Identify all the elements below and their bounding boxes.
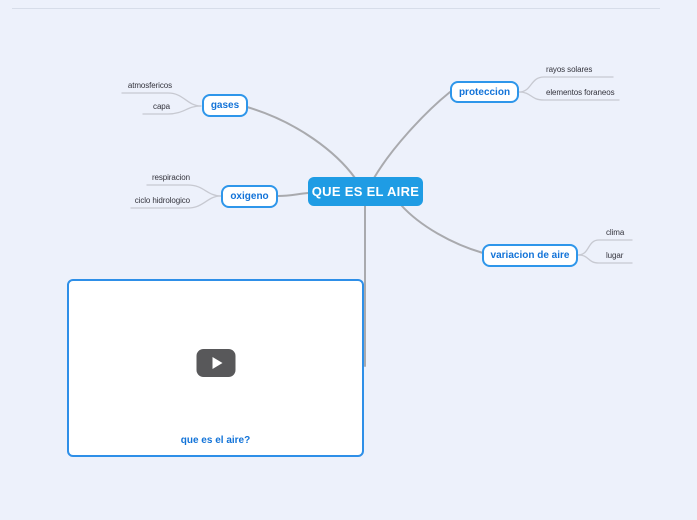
leaf-respiracion[interactable]: respiracion: [151, 173, 190, 182]
connector-variacion-lugar: [577, 254, 633, 264]
top-divider: [12, 8, 660, 9]
connector-root-oxigeno: [277, 192, 309, 197]
leaf-capa[interactable]: capa: [153, 102, 170, 111]
leaf-ciclo-hidrologico[interactable]: ciclo hidrologico: [134, 196, 190, 205]
connector-proteccion-rayos: [518, 76, 614, 93]
connector-proteccion-elementos: [518, 91, 620, 101]
connector-root-gases: [246, 106, 356, 179]
video-attachment-card[interactable]: que es el aire?: [67, 279, 364, 457]
node-gases[interactable]: gases: [202, 94, 248, 117]
root-node-que-es-el-aire[interactable]: QUE ES EL AIRE: [308, 177, 423, 206]
video-play-button[interactable]: [196, 349, 235, 377]
node-oxigeno[interactable]: oxigeno: [221, 185, 278, 208]
connector-oxigeno-ciclo: [130, 195, 222, 209]
leaf-clima[interactable]: clima: [606, 228, 625, 237]
node-proteccion[interactable]: proteccion: [450, 81, 519, 103]
leaf-atmosfericos[interactable]: atmosfericos: [127, 81, 172, 90]
play-icon: [212, 357, 222, 369]
connector-oxigeno-respiracion: [146, 184, 222, 197]
connector-variacion-clima: [577, 239, 633, 256]
connector-gases-capa: [142, 105, 202, 115]
connector-root-proteccion: [373, 91, 451, 179]
leaf-lugar[interactable]: lugar: [606, 251, 624, 260]
node-variacion-de-aire[interactable]: variacion de aire: [482, 244, 578, 267]
video-caption: que es el aire?: [180, 435, 251, 446]
connector-root-variacion: [400, 204, 484, 254]
leaf-elementos-foraneos[interactable]: elementos foraneos: [546, 88, 615, 97]
connector-gases-atmosfericos: [121, 92, 202, 107]
leaf-rayos-solares[interactable]: rayos solares: [546, 65, 593, 74]
